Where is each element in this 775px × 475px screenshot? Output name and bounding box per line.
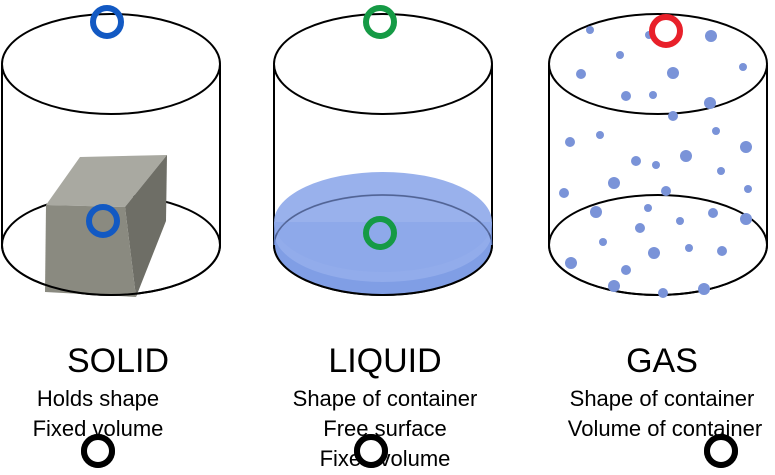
liquid-panel: [273, 5, 493, 468]
gas-container: [548, 13, 768, 296]
solid-block-marker: [86, 204, 120, 238]
gas-particle: [590, 206, 602, 218]
gas-particle: [744, 185, 752, 193]
gas-particle: [599, 238, 607, 246]
solid-panel: [1, 5, 221, 468]
gas-particle: [658, 288, 668, 298]
gas-particle: [676, 217, 684, 225]
gas-particle: [698, 283, 710, 295]
gas-particle: [667, 67, 679, 79]
gas-particle: [705, 30, 717, 42]
gas-particle: [661, 186, 671, 196]
gas-particle: [586, 26, 594, 34]
liquid-title: LIQUID: [328, 342, 442, 380]
liquid-floor-back-edge: [273, 194, 493, 246]
gas-particle: [680, 150, 692, 162]
gas-particle: [621, 91, 631, 101]
liquid-line-1: Shape of container: [292, 386, 478, 411]
gas-particle: [708, 208, 718, 218]
gas-particle: [648, 247, 660, 259]
solid-block-right: [125, 155, 167, 297]
gas-particle: [608, 280, 620, 292]
gas-particle: [649, 91, 657, 99]
liquid-surface-marker: [363, 216, 397, 250]
liquid-fill-front-shade: [274, 232, 492, 295]
liquid-body: [273, 172, 493, 295]
solid-line-1: Holds shape: [36, 386, 160, 411]
gas-particle: [631, 156, 641, 166]
liquid-line-2: Free surface: [323, 416, 447, 441]
gas-particle: [739, 63, 747, 71]
gas-particle: [644, 204, 652, 212]
solid-top-marker: [90, 5, 124, 39]
gas-particle: [740, 213, 752, 225]
gas-particle: [616, 51, 624, 59]
gas-particle: [712, 127, 720, 135]
liquid-line-3: Fixed volume: [319, 446, 451, 471]
solid-title: SOLID: [66, 342, 170, 380]
gas-title: GAS: [626, 342, 698, 380]
gas-particle: [635, 223, 645, 233]
liquid-container-bottom-front-edge: [273, 244, 493, 296]
gas-particle: [668, 111, 678, 121]
solid-container-bottom-front-edge: [1, 244, 221, 296]
gas-particle: [565, 257, 577, 269]
solid-line-2: Fixed volume: [32, 416, 164, 441]
gas-particle: [717, 246, 727, 256]
gas-particle: [652, 161, 660, 169]
gas-particle: [704, 97, 716, 109]
gas-particles: [559, 26, 752, 298]
gas-particle: [559, 188, 569, 198]
gas-container-lid: [548, 13, 768, 115]
gas-particle: [740, 141, 752, 153]
gas-line-1: Shape of container: [569, 386, 755, 411]
solid-block-top: [46, 155, 167, 207]
gas-particle: [717, 167, 725, 175]
gas-line-2: Volume of container: [567, 416, 763, 441]
gas-particle: [608, 177, 620, 189]
gas-particle: [596, 131, 604, 139]
solid-container-lid: [1, 13, 221, 115]
liquid-top-marker: [363, 5, 397, 39]
gas-particle: [685, 244, 693, 252]
gas-particle: [576, 69, 586, 79]
gas-particle: [565, 137, 575, 147]
gas-particle: [621, 265, 631, 275]
gas-container-bottom-front-edge: [548, 244, 768, 296]
gas-top-marker: [649, 14, 683, 48]
liquid-container-lid: [273, 13, 493, 115]
gas-panel: [548, 13, 768, 468]
